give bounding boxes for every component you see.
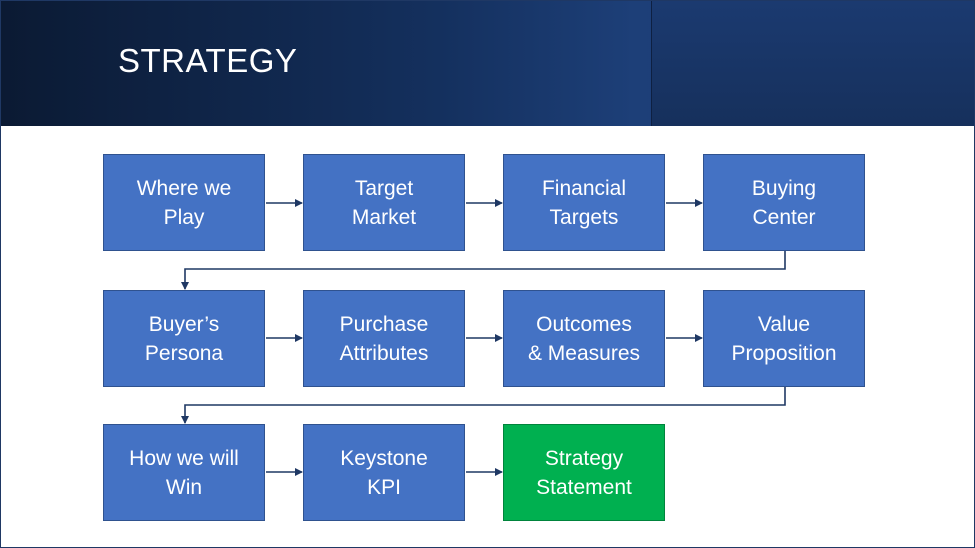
- step-financial-targets: Financial Targets: [503, 154, 665, 251]
- step-buying-center: Buying Center: [703, 154, 865, 251]
- step-target-market: Target Market: [303, 154, 465, 251]
- step-keystone-kpi: Keystone KPI: [303, 424, 465, 521]
- step-outcomes-measures: Outcomes & Measures: [503, 290, 665, 387]
- step-purchase-attributes: Purchase Attributes: [303, 290, 465, 387]
- step-buyers-persona: Buyer’s Persona: [103, 290, 265, 387]
- slide-title: STRATEGY: [118, 42, 298, 79]
- step-where-we-play: Where we Play: [103, 154, 265, 251]
- step-strategy-statement: Strategy Statement: [503, 424, 665, 521]
- step-value-proposition: Value Proposition: [703, 290, 865, 387]
- elbow-connector: [181, 386, 786, 424]
- elbow-connector: [181, 251, 786, 290]
- header-accent-panel: [651, 1, 974, 126]
- header-banner: STRATEGY: [1, 1, 974, 126]
- step-how-we-will-win: How we will Win: [103, 424, 265, 521]
